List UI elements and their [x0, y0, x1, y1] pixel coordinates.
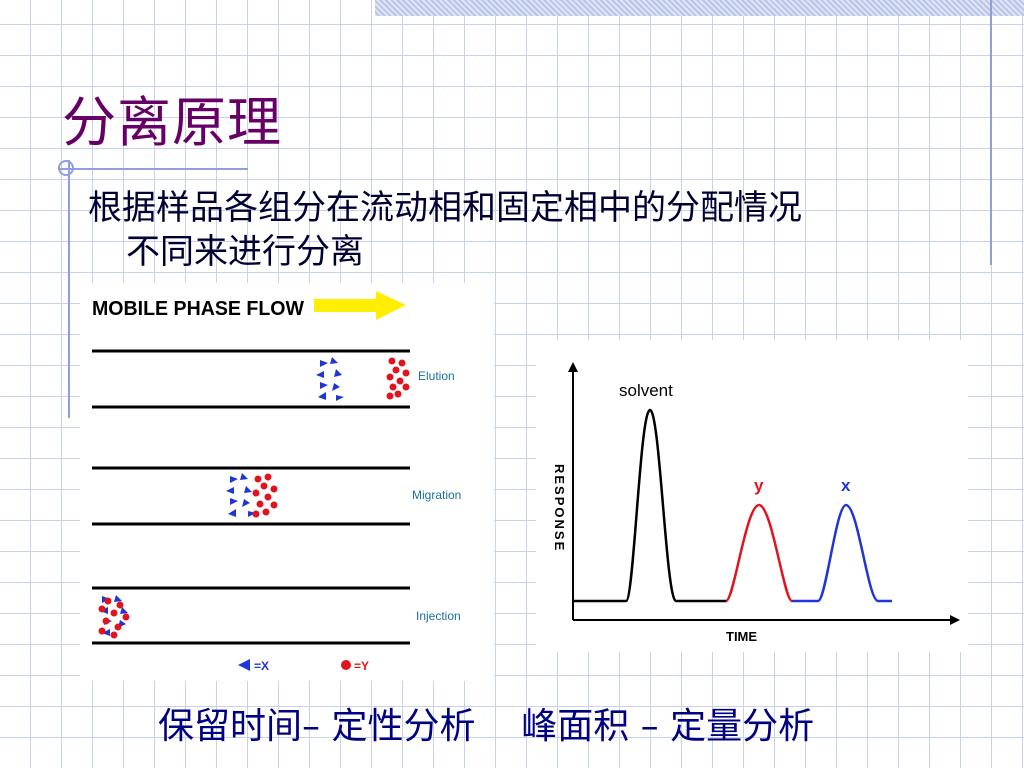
diagram-legend: =X =Y	[238, 659, 369, 673]
peak-label-solvent: solvent	[619, 381, 673, 400]
bullet-line-1: 根据样品各组分在流动相和固定相中的分配情况	[88, 188, 802, 228]
peak-x	[792, 503, 892, 603]
bullet-line-2: 不同来进行分离	[126, 232, 364, 272]
decorative-vertical-line-left	[68, 160, 70, 418]
slide-title: 分离原理	[62, 91, 282, 154]
x-marker-icon	[238, 659, 250, 671]
peak-label-y: y	[754, 476, 764, 495]
column-diagram-svg: MOBILE PHASE FLOW Elution	[92, 291, 461, 673]
y-band-elution	[386, 357, 410, 400]
bullet-text: 根据样品各组分在流动相和固定相中的分配情况 不同来进行分离	[88, 186, 948, 274]
decorative-vertical-line-right	[990, 0, 992, 265]
bottom-summary-text: 保留时间– 定性分析 峰面积 – 定量分析	[158, 706, 815, 747]
flow-arrow-icon	[314, 291, 406, 320]
stage-label-elution: Elution	[418, 369, 455, 383]
y-band-injection	[98, 597, 130, 639]
column-migration: Migration	[92, 466, 461, 526]
top-decorative-band	[375, 0, 1024, 16]
stage-label-injection: Injection	[416, 609, 461, 623]
peak-label-x: x	[841, 476, 851, 495]
y-band-migration	[252, 473, 278, 518]
column-elution: Elution	[92, 349, 455, 409]
column-injection: Injection	[92, 586, 461, 645]
chromatogram-axes	[568, 362, 960, 625]
title-underline	[58, 168, 248, 170]
flow-label: MOBILE PHASE FLOW	[92, 298, 304, 320]
chromatogram-svg: solvent y x TIME RESPONSE	[552, 362, 960, 644]
stage-label-migration: Migration	[412, 488, 461, 502]
y-marker-icon	[341, 660, 351, 670]
legend-y-label: =Y	[354, 659, 369, 673]
peak-y	[724, 503, 794, 603]
column-separation-diagram: MOBILE PHASE FLOW Elution	[80, 283, 494, 681]
decorative-circle	[58, 160, 74, 176]
x-band-migration	[226, 473, 256, 517]
y-axis-label: RESPONSE	[552, 464, 567, 552]
x-axis-label: TIME	[726, 629, 757, 644]
legend-x-label: =X	[254, 659, 269, 673]
chromatogram-figure: solvent y x TIME RESPONSE	[536, 340, 968, 652]
peak-solvent	[574, 408, 726, 603]
x-band-elution	[316, 357, 344, 401]
